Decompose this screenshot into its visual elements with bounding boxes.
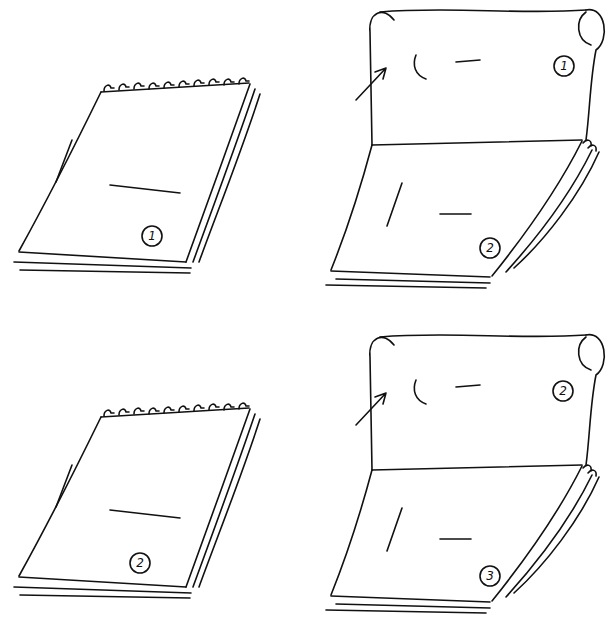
callout-number: 1 (554, 56, 574, 76)
callout-number: 2 (553, 381, 573, 401)
callout-number: 2 (130, 553, 150, 573)
callout-number: 1 (142, 226, 162, 246)
callout-number: 2 (480, 238, 500, 258)
callout-number: 3 (480, 566, 500, 586)
callout-circles (130, 56, 574, 586)
